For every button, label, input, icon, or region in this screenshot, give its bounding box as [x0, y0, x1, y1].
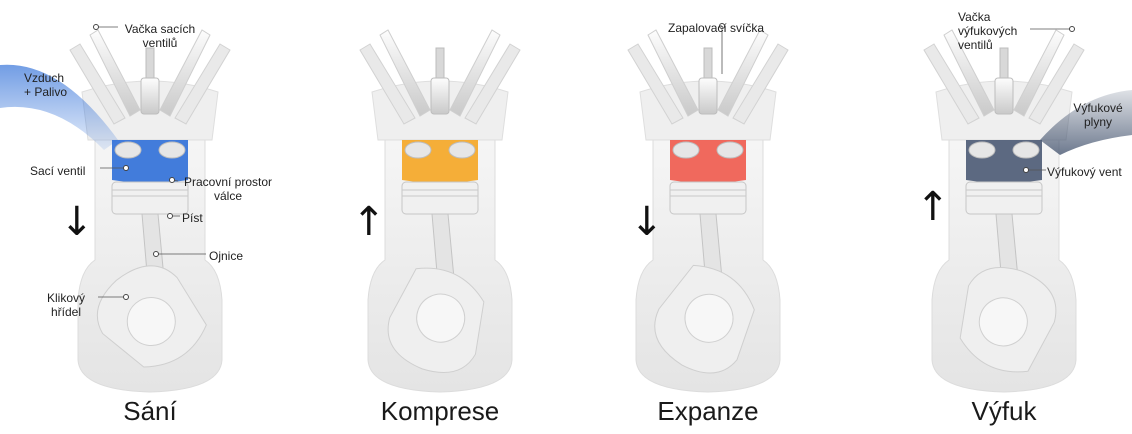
piston — [112, 182, 188, 214]
leader-piston-dot — [168, 214, 173, 219]
leader-crankshaft-dot — [124, 295, 129, 300]
label-air-fuel: Vzduch + Palivo — [24, 71, 67, 99]
spark-plug-body — [995, 78, 1013, 114]
label-exhaust-valve: Výfukový vent — [1047, 165, 1122, 179]
spark-plug-tip — [146, 48, 154, 78]
leader-intake-valve-dot — [124, 166, 129, 171]
exhaust-valve — [449, 142, 475, 158]
spark-plug-body — [431, 78, 449, 114]
spark-plug-tip — [436, 48, 444, 78]
exhaust-valve — [717, 142, 743, 158]
stage-title-compression: Komprese — [381, 396, 500, 427]
piston — [966, 182, 1042, 214]
label-intake-cam: Vačka sacích ventilů — [118, 22, 202, 50]
stage-title-expansion: Expanze — [657, 396, 758, 427]
intake-valve — [673, 142, 699, 158]
leader-conrod-dot — [154, 252, 159, 257]
arrow-down-icon: ↓ — [630, 202, 664, 242]
intake-valve — [115, 142, 141, 158]
label-exhaust-gas: Výfukové plyny — [1064, 101, 1132, 129]
leader-intake-cam-dot — [94, 25, 99, 30]
label-piston: Píst — [182, 211, 203, 225]
exhaust-valve — [159, 142, 185, 158]
stage-title-intake: Sání — [123, 396, 177, 427]
piston — [670, 182, 746, 214]
arrow-down-icon: ↓ — [60, 202, 94, 242]
engine-intake — [70, 30, 230, 392]
exhaust-valve — [1013, 142, 1039, 158]
label-conrod: Ojnice — [209, 249, 243, 263]
spark-plug-tip — [704, 48, 712, 78]
leader-chamber-dot — [170, 178, 175, 183]
label-intake-valve: Sací ventil — [30, 164, 85, 178]
spark-plug-body — [141, 78, 159, 114]
label-exhaust-cam: Vačka výfukových ventilů — [958, 10, 1017, 52]
leader-exhaust-valve-dot — [1024, 168, 1029, 173]
spark-plug-tip — [1000, 48, 1008, 78]
intake-valve — [405, 142, 431, 158]
label-crankshaft: Klikový hřídel — [34, 291, 98, 319]
label-chamber: Pracovní prostor válce — [178, 175, 278, 203]
label-spark-plug: Zapalovací svíčka — [668, 21, 764, 35]
arrow-up-icon: ↑ — [916, 187, 950, 227]
leader-exhaust-cam-dot — [1070, 27, 1075, 32]
intake-valve — [969, 142, 995, 158]
piston — [402, 182, 478, 214]
stage-title-exhaust: Výfuk — [971, 396, 1036, 427]
arrow-up-icon: ↑ — [352, 202, 386, 242]
spark-plug-body — [699, 78, 717, 114]
